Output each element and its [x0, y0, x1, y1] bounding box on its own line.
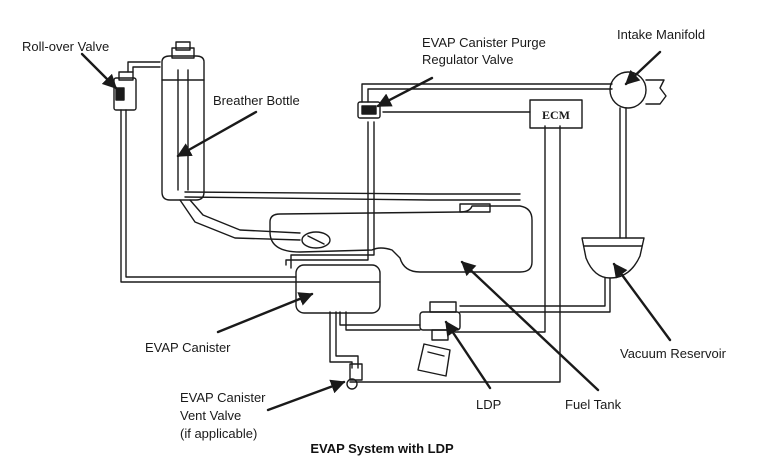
evap-canister-shape	[295, 264, 381, 314]
label-evap-canister: EVAP Canister	[145, 340, 231, 355]
label-purge-valve-2: Regulator Valve	[422, 52, 514, 67]
label-intake-manifold: Intake Manifold	[617, 27, 706, 42]
label-vent-valve-1: EVAP Canister	[180, 390, 266, 405]
ecm-box: ECM	[529, 99, 583, 129]
ecm-label: ECM	[542, 108, 570, 122]
label-vent-valve-3: (if applicable)	[180, 426, 258, 441]
label-rollover-valve: Roll-over Valve	[22, 39, 110, 54]
vent-valve-shape	[346, 363, 363, 390]
label-vacuum-reservoir: Vacuum Reservoir	[620, 346, 726, 361]
intake-manifold-shape	[609, 71, 667, 109]
fuel-tank-shape	[269, 203, 533, 273]
label-fuel-tank: Fuel Tank	[565, 397, 622, 412]
label-vent-valve-2: Vent Valve	[180, 408, 242, 423]
label-breather-bottle: Breather Bottle	[213, 93, 300, 108]
vacuum-reservoir-shape	[581, 237, 645, 279]
label-ldp: LDP	[476, 397, 502, 412]
breather-bottle-shape	[161, 41, 205, 201]
rollover-valve-shape	[113, 71, 137, 111]
figure-caption: EVAP System with LDP	[310, 441, 454, 456]
leader-arrows	[80, 50, 672, 412]
purge-valve-shape	[357, 101, 381, 119]
label-purge-valve-1: EVAP Canister Purge	[422, 35, 546, 50]
ldp-shape	[417, 301, 461, 377]
hose-network	[120, 61, 627, 383]
